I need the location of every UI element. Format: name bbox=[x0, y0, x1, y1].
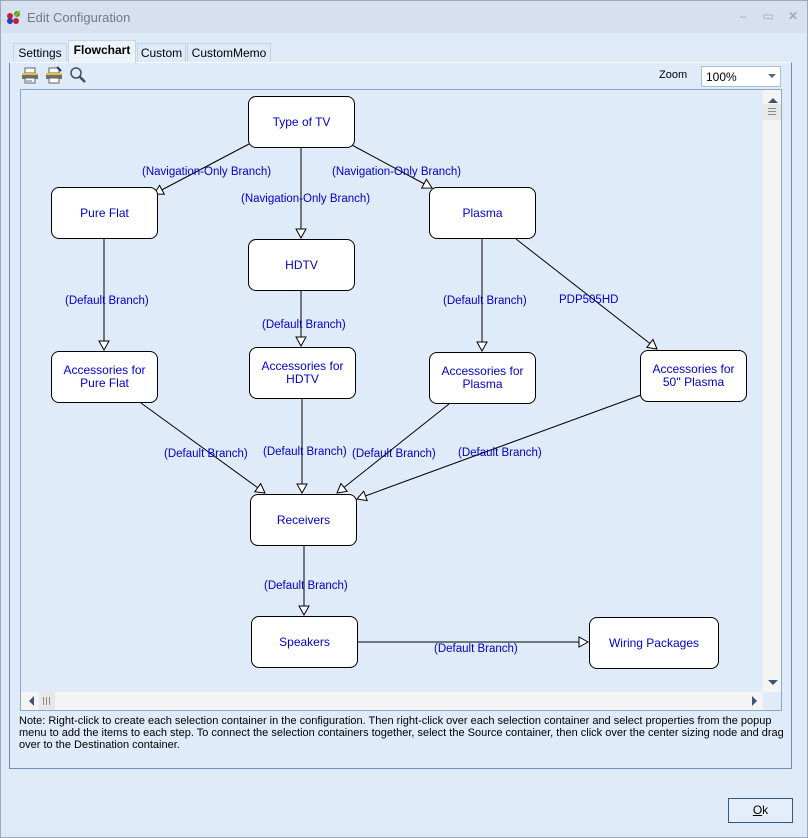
arrowhead-icon bbox=[476, 341, 488, 353]
arrowhead-icon bbox=[295, 336, 307, 348]
ok-label-rest: k bbox=[762, 803, 769, 817]
node-acc-hdtv[interactable]: Accessories for HDTV bbox=[249, 347, 356, 399]
edge-label[interactable]: (Default Branch) bbox=[434, 643, 518, 655]
edge-label[interactable]: (Default Branch) bbox=[352, 448, 436, 460]
edge-label[interactable]: (Default Branch) bbox=[443, 295, 527, 307]
node-label: Wiring Packages bbox=[608, 635, 700, 650]
edge-label[interactable]: (Navigation-Only Branch) bbox=[332, 166, 462, 178]
horizontal-scrollbar[interactable] bbox=[21, 692, 764, 710]
edge-label[interactable]: (Navigation-Only Branch) bbox=[241, 193, 371, 205]
horizontal-scroll-thumb[interactable] bbox=[39, 692, 55, 710]
tab-settings[interactable]: Settings bbox=[13, 43, 67, 63]
vertical-scrollbar[interactable] bbox=[763, 90, 781, 693]
node-label: Accessories for HDTV bbox=[261, 359, 344, 386]
arrowhead-icon bbox=[645, 338, 658, 350]
edge-label[interactable]: (Default Branch) bbox=[263, 446, 347, 458]
zoom-dropdown[interactable]: 100% bbox=[701, 66, 781, 87]
node-label: Accessories for Pure Flat bbox=[63, 363, 146, 390]
arrowhead-icon bbox=[296, 483, 308, 495]
node-hdtv[interactable]: HDTV bbox=[248, 239, 355, 291]
edge-line-plasma-to-acc_50_plasma[interactable] bbox=[515, 238, 658, 350]
node-label: Speakers bbox=[279, 634, 330, 649]
edge-line-acc_pure_flat-to-receivers[interactable] bbox=[140, 402, 266, 494]
arrowhead-icon bbox=[420, 178, 433, 189]
scroll-corner bbox=[763, 692, 781, 710]
edge-line-acc_50_plasma-to-receivers[interactable] bbox=[356, 394, 642, 500]
zoom-value: 100% bbox=[706, 70, 737, 84]
minimize-button[interactable]: – bbox=[739, 9, 747, 23]
arrowhead-icon bbox=[298, 605, 310, 617]
tab-flowchart[interactable]: Flowchart bbox=[68, 40, 136, 63]
edge-line-acc_plasma-to-receivers[interactable] bbox=[336, 403, 450, 494]
maximize-button[interactable]: ▭ bbox=[762, 9, 774, 23]
scroll-left-arrow-icon[interactable] bbox=[29, 696, 34, 706]
edge-label[interactable]: (Default Branch) bbox=[65, 295, 149, 307]
edge-label[interactable]: (Default Branch) bbox=[264, 580, 348, 592]
edge-line-type_of_tv-to-plasma[interactable] bbox=[349, 143, 433, 189]
tab-custom[interactable]: Custom bbox=[137, 43, 186, 63]
node-label: Receivers bbox=[276, 512, 331, 527]
edge-label[interactable]: PDP505HD bbox=[559, 294, 619, 306]
print-setup-icon[interactable] bbox=[45, 66, 63, 84]
flowchart-canvas-container: (Navigation-Only Branch) (Navigation-Only… bbox=[20, 89, 782, 711]
ok-button[interactable]: Ok bbox=[728, 798, 793, 823]
node-wiring[interactable]: Wiring Packages bbox=[589, 617, 719, 669]
flowchart-canvas[interactable]: (Navigation-Only Branch) (Navigation-Only… bbox=[21, 90, 764, 693]
arrowhead-icon bbox=[356, 490, 368, 502]
node-acc-50-plasma[interactable]: Accessories for 50'' Plasma bbox=[640, 350, 747, 402]
edges-layer bbox=[98, 143, 658, 648]
window-title: Edit Configuration bbox=[27, 10, 131, 25]
edge-line-type_of_tv-to-pure_flat[interactable] bbox=[153, 143, 250, 195]
edge-label[interactable]: (Default Branch) bbox=[262, 319, 346, 331]
edge-label[interactable]: (Navigation-Only Branch) bbox=[142, 166, 272, 178]
node-label: Accessories for Plasma bbox=[441, 364, 524, 391]
magnifier-icon[interactable] bbox=[69, 66, 87, 84]
zoom-label: Zoom bbox=[659, 69, 688, 81]
node-type-of-tv[interactable]: Type of TV bbox=[248, 96, 355, 148]
node-label: HDTV bbox=[285, 257, 318, 272]
chevron-down-icon bbox=[768, 74, 776, 78]
edge-label[interactable]: (Default Branch) bbox=[164, 448, 248, 460]
vertical-scroll-thumb[interactable] bbox=[763, 104, 781, 120]
arrowhead-icon bbox=[253, 482, 266, 494]
arrowhead-icon bbox=[98, 340, 110, 352]
app-icon bbox=[7, 10, 21, 24]
node-plasma[interactable]: Plasma bbox=[429, 187, 536, 239]
arrowhead-icon bbox=[578, 636, 590, 648]
node-label: Type of TV bbox=[272, 114, 331, 129]
tab-custommemo[interactable]: CustomMemo bbox=[187, 43, 271, 63]
node-acc-pure-flat[interactable]: Accessories for Pure Flat bbox=[51, 351, 158, 403]
flowchart-panel: Zoom 100% (Navigation-Only Branch)(Navig… bbox=[9, 62, 792, 769]
node-label: Accessories for 50'' Plasma bbox=[652, 362, 735, 389]
title-bar: Edit Configuration – ▭ ✕ bbox=[1, 1, 807, 33]
printer-icon[interactable] bbox=[21, 66, 39, 84]
node-pure-flat[interactable]: Pure Flat bbox=[51, 187, 158, 239]
ok-mnemonic: O bbox=[752, 803, 763, 817]
arrowhead-icon bbox=[336, 482, 349, 494]
node-receivers[interactable]: Receivers bbox=[250, 494, 357, 546]
arrowhead-icon bbox=[295, 228, 307, 240]
close-button[interactable]: ✕ bbox=[787, 9, 799, 23]
node-label: Pure Flat bbox=[80, 205, 129, 220]
node-label: Plasma bbox=[462, 205, 503, 220]
node-acc-plasma[interactable]: Accessories for Plasma bbox=[429, 352, 536, 404]
scroll-right-arrow-icon[interactable] bbox=[752, 696, 757, 706]
edge-label[interactable]: (Default Branch) bbox=[458, 447, 542, 459]
scroll-up-arrow-icon[interactable] bbox=[768, 98, 778, 103]
help-note: Note: Right-click to create each selecti… bbox=[19, 715, 784, 751]
scroll-down-arrow-icon[interactable] bbox=[768, 680, 778, 685]
node-speakers[interactable]: Speakers bbox=[251, 616, 358, 668]
